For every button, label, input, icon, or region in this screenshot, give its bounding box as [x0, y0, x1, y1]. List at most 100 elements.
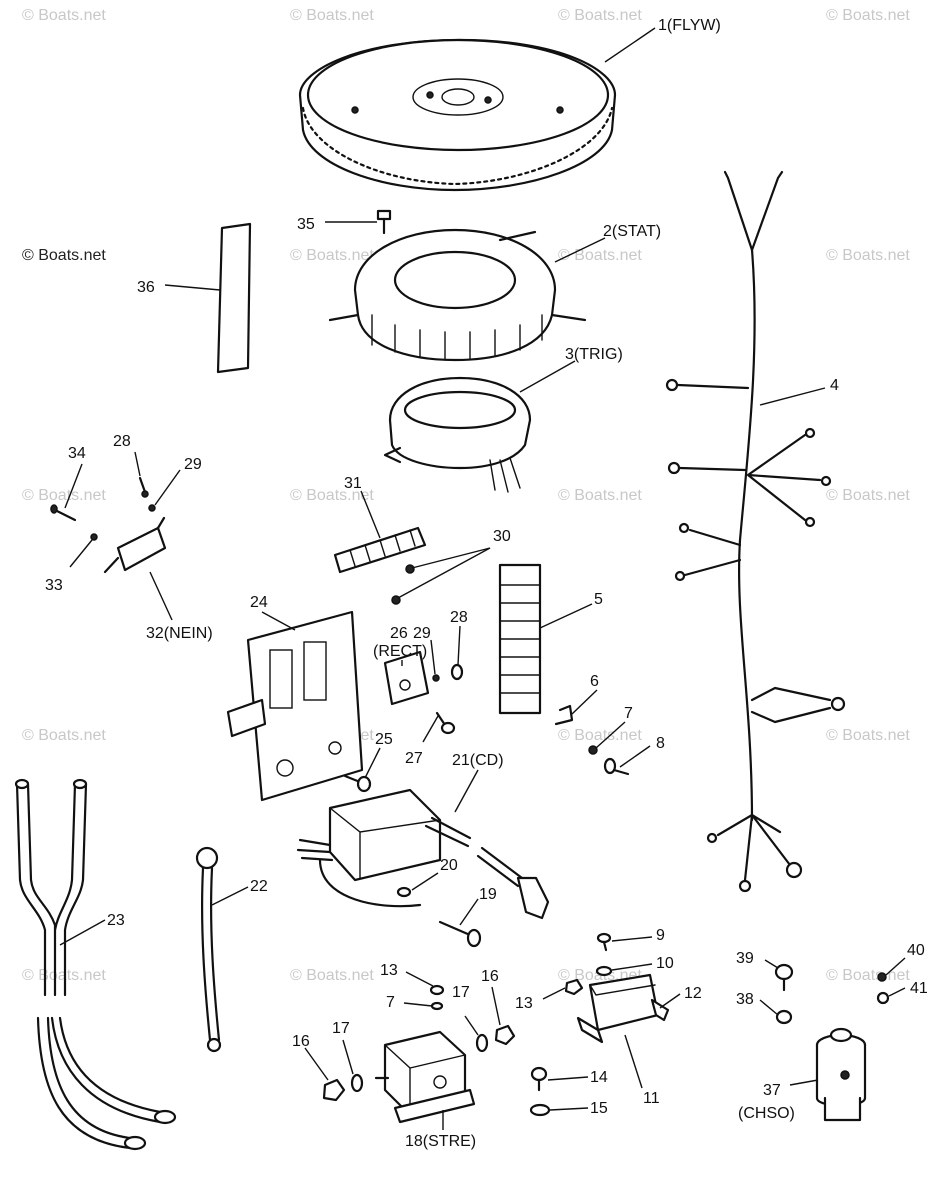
label-part-5: 5: [594, 591, 603, 608]
label-part-15: 15: [590, 1100, 608, 1117]
part-spark-plug-lead[interactable]: [476, 846, 550, 920]
label-part-26: 26: [390, 625, 408, 642]
label-part-24: 24: [250, 594, 268, 611]
part-rectifier[interactable]: [383, 650, 430, 706]
part-bolt-19[interactable]: [438, 920, 482, 948]
watermark: © Boats.net: [290, 487, 374, 504]
label-part-33: 33: [45, 577, 63, 594]
part-nut-40[interactable]: [877, 972, 887, 982]
watermark: © Boats.net: [290, 7, 374, 24]
part-battery-cables[interactable]: [14, 778, 177, 1151]
label-part-40: 40: [907, 942, 925, 959]
label-part-32: 32(NEIN): [146, 625, 213, 642]
label-part-26-name: (RECT): [373, 643, 427, 660]
part-screw-30[interactable]: [391, 564, 415, 605]
part-washer-38[interactable]: [775, 1009, 793, 1025]
part-screw-27[interactable]: [435, 711, 456, 735]
label-part-11: 11: [643, 1090, 660, 1107]
part-decal-strip[interactable]: [216, 222, 252, 374]
label-part-20: 20: [440, 857, 458, 874]
part-screw-8[interactable]: [603, 757, 630, 776]
label-part-22: 22: [250, 878, 268, 895]
label-part-37: 37: [763, 1082, 781, 1099]
label-part-18: 18(STRE): [405, 1133, 476, 1150]
part-stator[interactable]: [328, 228, 587, 362]
part-bracket-plate[interactable]: [226, 610, 364, 802]
watermark: © Boats.net: [290, 247, 374, 264]
part-nut-13b[interactable]: [564, 978, 584, 996]
part-washer-17b[interactable]: [475, 1033, 489, 1053]
part-washer-20[interactable]: [396, 886, 412, 898]
label-part-28b: 28: [113, 433, 131, 450]
part-choke-solenoid[interactable]: [815, 1027, 867, 1122]
label-part-41: 41: [910, 980, 928, 997]
label-part-19: 19: [479, 886, 497, 903]
label-part-9: 9: [656, 927, 665, 944]
part-wire-harness[interactable]: [665, 170, 846, 893]
part-washer-29-switch[interactable]: [148, 504, 156, 512]
label-part-13b: 13: [515, 995, 533, 1012]
watermark: © Boats.net: [826, 967, 910, 984]
part-trigger[interactable]: [383, 376, 532, 493]
part-screw-14[interactable]: [530, 1066, 548, 1092]
label-part-28: 28: [450, 609, 468, 626]
label-part-10: 10: [656, 955, 674, 972]
label-part-12: 12: [684, 985, 702, 1002]
part-nut-13[interactable]: [429, 984, 445, 996]
label-part-4: 4: [830, 377, 839, 394]
part-screw-28-switch[interactable]: [138, 476, 149, 498]
part-terminal-block[interactable]: [498, 563, 542, 715]
callout-labels: 1(FLYW) 2(STAT) 3(TRIG) 4 5 6 7 8 9 10 1…: [45, 17, 928, 1150]
label-part-29b: 29: [184, 456, 202, 473]
part-screw-9[interactable]: [596, 932, 612, 952]
label-part-7b: 7: [386, 994, 395, 1011]
label-part-34: 34: [68, 445, 86, 462]
watermark: © Boats.net: [826, 7, 910, 24]
label-part-30: 30: [493, 528, 511, 545]
label-part-38: 38: [736, 991, 754, 1008]
part-lockwasher-7[interactable]: [430, 1001, 444, 1011]
part-washer-7[interactable]: [588, 745, 598, 755]
part-ground-strap[interactable]: [195, 846, 222, 1053]
part-washer-17[interactable]: [350, 1073, 364, 1093]
watermark: © Boats.net: [558, 727, 642, 744]
part-screw-25[interactable]: [343, 774, 372, 793]
label-part-36: 36: [137, 279, 155, 296]
watermark: © Boats.net: [22, 727, 106, 744]
part-screw-35[interactable]: [376, 209, 392, 235]
label-part-7: 7: [624, 705, 633, 722]
part-nut-16[interactable]: [322, 1078, 346, 1102]
part-screw-34[interactable]: [50, 504, 77, 522]
watermark: © Boats.net: [558, 247, 642, 264]
part-washer-29[interactable]: [432, 674, 440, 682]
part-neutral-switch[interactable]: [103, 516, 167, 574]
watermark: © Boats.net: [826, 487, 910, 504]
part-starter-solenoid[interactable]: [374, 1030, 476, 1124]
watermark: © Boats.net: [22, 247, 106, 264]
label-part-2: 2(STAT): [603, 223, 661, 240]
label-part-21: 21(CD): [452, 752, 504, 769]
part-screw-28[interactable]: [450, 663, 464, 681]
watermark: © Boats.net: [558, 487, 642, 504]
part-nut-16b[interactable]: [494, 1024, 516, 1046]
part-clip[interactable]: [554, 704, 574, 726]
part-nut-33[interactable]: [90, 533, 98, 541]
part-flywheel[interactable]: [298, 38, 617, 192]
label-part-8: 8: [656, 735, 665, 752]
part-washer-41[interactable]: [876, 991, 890, 1005]
part-regulator[interactable]: [576, 973, 670, 1044]
watermark: © Boats.net: [826, 727, 910, 744]
label-part-17b: 17: [452, 984, 470, 1001]
label-part-1: 1(FLYW): [658, 17, 721, 34]
part-cd-module[interactable]: [296, 788, 472, 908]
label-part-17: 17: [332, 1020, 350, 1037]
label-part-14: 14: [590, 1069, 608, 1086]
part-terminal-strip-31[interactable]: [333, 526, 427, 574]
part-nut-39[interactable]: [774, 963, 794, 992]
label-part-31: 31: [344, 475, 362, 492]
label-part-25: 25: [375, 731, 393, 748]
part-washer-10[interactable]: [595, 965, 613, 977]
part-washer-15[interactable]: [529, 1103, 551, 1117]
watermark: © Boats.net: [290, 967, 374, 984]
